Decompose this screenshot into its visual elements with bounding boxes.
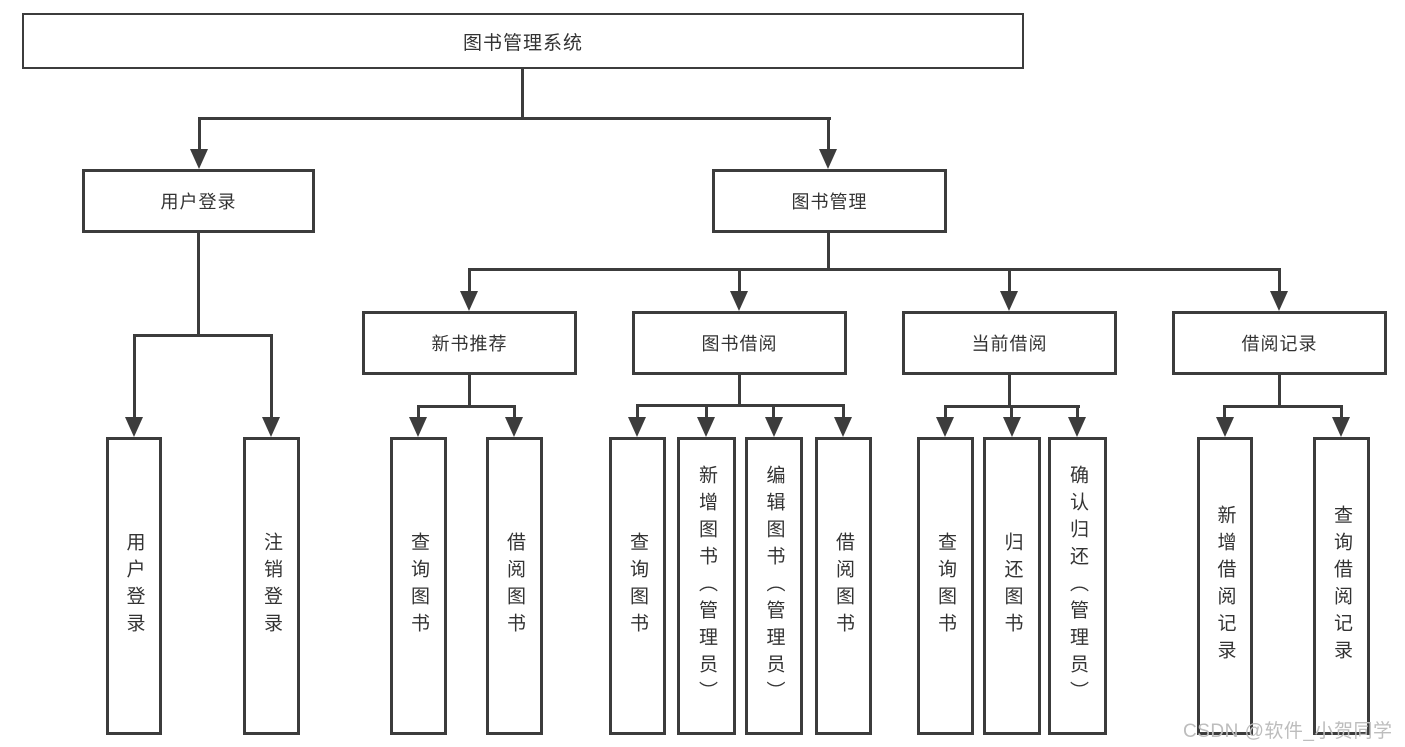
connector-borrow-record-stem (1278, 375, 1281, 407)
connector-drop-book-management (827, 117, 830, 153)
connector-book-management-stem (827, 233, 830, 271)
connector-drop-bb-add (705, 404, 708, 421)
leaf-borrow-query-book-label: 查询图书 (627, 532, 648, 640)
connector-drop-cb-confirm (1076, 405, 1079, 421)
leaf-query-borrow-record-label: 查询借阅记录 (1331, 505, 1352, 667)
node-user-login: 用户登录 (82, 169, 315, 233)
watermark: CSDN @软件_小贺同学 (1183, 721, 1393, 742)
node-root-label: 图书管理系统 (462, 32, 583, 54)
leaf-return-book-label: 归还图书 (1001, 532, 1023, 640)
arrow-recommend-query-icon (409, 417, 427, 437)
connector-drop-br-query (1340, 405, 1343, 421)
connector-drop-current-borrow (1008, 268, 1011, 293)
arrow-br-add-icon (1216, 417, 1234, 437)
connector-root-branch (198, 117, 831, 120)
arrow-br-query-icon (1332, 417, 1350, 437)
connector-new-book-branch (417, 405, 516, 408)
arrow-user-login-icon (190, 149, 208, 169)
leaf-return-book: 归还图书 (983, 437, 1041, 735)
connector-book-management-branch (468, 268, 1281, 271)
node-borrow-record-label: 借阅记录 (1241, 334, 1318, 354)
arrow-borrow-record-icon (1270, 291, 1288, 311)
leaf-edit-book-admin-label: 编辑图书（管理员） (763, 464, 785, 708)
arrow-book-management-icon (819, 149, 837, 169)
arrow-bb-borrow-icon (834, 417, 852, 437)
leaf-logout-label: 注销登录 (261, 532, 282, 640)
node-root: 图书管理系统 (22, 13, 1024, 69)
connector-user-login-branch (133, 334, 273, 337)
connector-new-book-stem (468, 375, 471, 407)
arrow-new-book-icon (460, 291, 478, 311)
node-borrow-record: 借阅记录 (1172, 311, 1387, 375)
leaf-add-book-admin: 新增图书（管理员） (677, 437, 736, 735)
connector-drop-recommend-query (417, 405, 420, 421)
leaf-query-borrow-record: 查询借阅记录 (1313, 437, 1370, 735)
leaf-add-book-admin-label: 新增图书（管理员） (696, 464, 717, 708)
leaf-recommend-borrow-book: 借阅图书 (486, 437, 543, 735)
arrow-current-borrow-icon (1000, 291, 1018, 311)
node-book-management-label: 图书管理 (791, 192, 868, 212)
arrow-cb-query-icon (936, 417, 954, 437)
connector-book-borrow-stem (738, 375, 741, 406)
arrow-book-borrow-icon (730, 291, 748, 311)
connector-drop-borrow-record (1278, 268, 1281, 293)
connector-drop-bb-borrow (842, 404, 845, 421)
leaf-user-login: 用户登录 (106, 437, 162, 735)
leaf-recommend-borrow-book-label: 借阅图书 (504, 532, 525, 640)
connector-drop-new-book (468, 268, 471, 293)
leaf-logout: 注销登录 (243, 437, 300, 735)
node-book-borrow-label: 图书借阅 (701, 334, 778, 354)
connector-current-borrow-stem (1008, 375, 1011, 407)
leaf-edit-book-admin: 编辑图书（管理员） (745, 437, 803, 735)
leaf-recommend-query-book: 查询图书 (390, 437, 447, 735)
arrow-leaf-logout-icon (262, 417, 280, 437)
arrow-recommend-borrow-icon (505, 417, 523, 437)
leaf-current-query-book: 查询图书 (917, 437, 974, 735)
connector-drop-recommend-borrow (513, 405, 516, 421)
connector-borrow-record-branch (1223, 405, 1343, 408)
arrow-bb-edit-icon (765, 417, 783, 437)
connector-user-login-stem (197, 233, 200, 336)
leaf-add-borrow-record-label: 新增借阅记录 (1214, 505, 1236, 667)
connector-drop-user-login (198, 117, 201, 153)
arrow-cb-confirm-icon (1068, 417, 1086, 437)
node-user-login-label: 用户登录 (160, 192, 237, 212)
connector-drop-cb-return (1010, 405, 1013, 421)
connector-drop-bb-edit (772, 404, 775, 421)
connector-drop-br-add (1223, 405, 1226, 421)
node-book-borrow: 图书借阅 (632, 311, 847, 375)
connector-drop-leaf-user-login (133, 334, 136, 419)
connector-book-borrow-branch (636, 404, 845, 407)
connector-drop-book-borrow (738, 268, 741, 293)
connector-root-stem (521, 69, 524, 118)
node-current-borrow: 当前借阅 (902, 311, 1117, 375)
arrow-bb-query-icon (628, 417, 646, 437)
arrow-cb-return-icon (1003, 417, 1021, 437)
node-new-book-recommend-label: 新书推荐 (431, 334, 508, 354)
leaf-borrow-borrow-book: 借阅图书 (815, 437, 872, 735)
leaf-current-query-book-label: 查询图书 (935, 532, 956, 640)
node-book-management: 图书管理 (712, 169, 947, 233)
leaf-borrow-borrow-book-label: 借阅图书 (833, 532, 854, 640)
leaf-user-login-label: 用户登录 (123, 532, 145, 640)
leaf-confirm-return-admin-label: 确认归还（管理员） (1067, 464, 1088, 708)
leaf-borrow-query-book: 查询图书 (609, 437, 666, 735)
arrow-leaf-user-login-icon (125, 417, 143, 437)
node-new-book-recommend: 新书推荐 (362, 311, 577, 375)
connector-drop-cb-query (944, 405, 947, 421)
connector-drop-bb-query (636, 404, 639, 421)
connector-drop-leaf-logout (270, 334, 273, 419)
leaf-confirm-return-admin: 确认归还（管理员） (1048, 437, 1107, 735)
node-current-borrow-label: 当前借阅 (971, 334, 1048, 354)
arrow-bb-add-icon (697, 417, 715, 437)
leaf-add-borrow-record: 新增借阅记录 (1197, 437, 1253, 735)
leaf-recommend-query-book-label: 查询图书 (408, 532, 429, 640)
